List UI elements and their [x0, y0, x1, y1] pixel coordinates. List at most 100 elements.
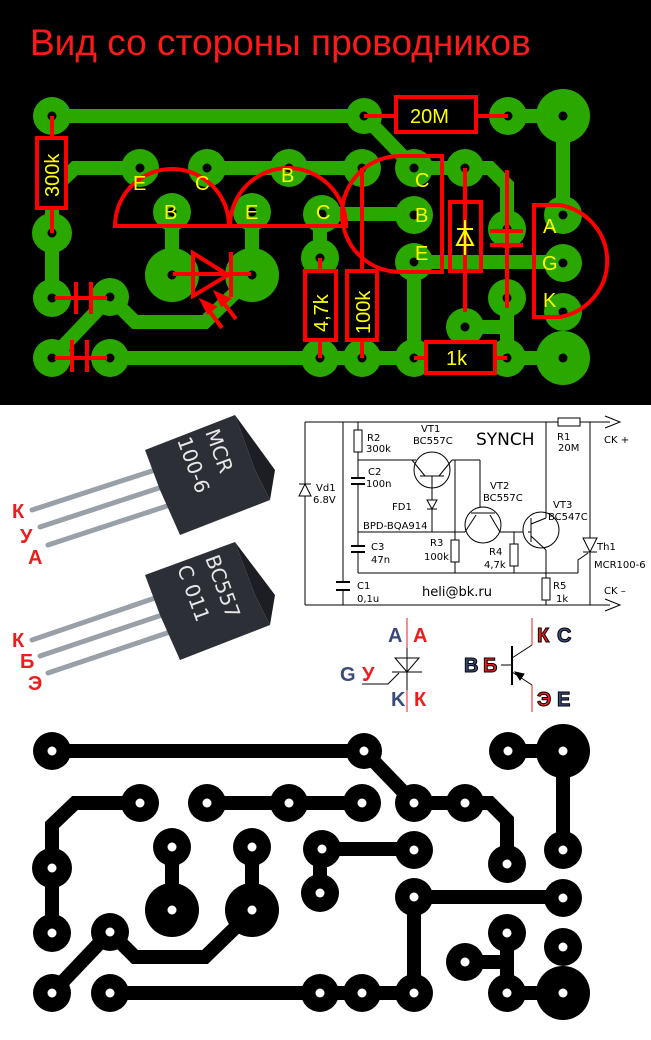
pcb-top-silkscreen	[35, 95, 610, 375]
drill-hole	[409, 798, 419, 808]
label-300k: 300k	[42, 153, 64, 197]
vt3-ref: VT3	[553, 500, 572, 511]
drill-hole	[47, 928, 57, 938]
vt3-outline	[340, 154, 444, 274]
zener-body	[448, 200, 483, 273]
r20m-body	[394, 95, 478, 134]
vt3-type: BC547C	[548, 512, 588, 523]
c2-value: 100n	[366, 479, 391, 490]
vt1-c: C	[195, 173, 209, 195]
r3-ref: R3	[430, 538, 443, 549]
ck-minus: CK –	[604, 586, 626, 597]
drill-hole	[409, 892, 419, 902]
vt2-c: C	[316, 202, 330, 224]
pin-b-en: B	[464, 655, 478, 677]
transistor-photo: BC557 C 011 К Б Э	[12, 542, 275, 695]
vt2-b: B	[281, 165, 294, 187]
fd1-ref: FD1	[392, 502, 412, 513]
drill-hole	[202, 163, 212, 173]
c3-ref: C3	[371, 542, 384, 553]
drill-hole	[502, 859, 512, 869]
r300k-body	[35, 136, 68, 210]
drill-hole	[460, 798, 470, 808]
drill-hole	[409, 988, 419, 998]
drill-hole	[409, 210, 419, 220]
thyristor-pin-u: У	[20, 526, 33, 548]
r100k-body	[345, 269, 379, 342]
th1-type: MCR100-6	[594, 560, 646, 571]
drill-hole	[503, 746, 513, 756]
vd1-ref: Vd1	[316, 483, 336, 494]
drill-hole	[317, 844, 327, 854]
ck-plus: CK +	[604, 435, 629, 446]
r2-value: 300k	[366, 444, 391, 455]
author-email: heli@bk.ru	[422, 585, 492, 600]
vt1-b: B	[164, 202, 177, 224]
pcb-bottom-copper	[32, 724, 590, 1020]
drill-hole	[558, 893, 568, 903]
drill-hole	[460, 322, 470, 332]
drill-hole	[47, 353, 57, 363]
drill-hole	[284, 798, 294, 808]
drill-hole	[558, 845, 568, 855]
drill-hole	[47, 746, 57, 756]
drill-hole	[47, 988, 57, 998]
label-20m: 20M	[410, 106, 449, 128]
pin-k-en: K	[391, 689, 406, 711]
drill-hole	[167, 905, 177, 915]
r4-value: 4,7k	[484, 560, 506, 571]
vt2-type: BC557C	[483, 493, 523, 504]
vt2-e: E	[245, 202, 258, 224]
thyristor-photo: MCR 100-6 К У А	[12, 415, 275, 569]
pcb-top-copper	[32, 89, 590, 385]
transistor-pin-e: Э	[28, 673, 42, 695]
thyristor-pin-a: А	[28, 547, 42, 569]
drill-hole	[460, 957, 470, 967]
th-g: G	[542, 253, 558, 275]
drill-hole	[558, 258, 568, 268]
drill-hole	[317, 209, 327, 219]
pcb-top-labels: 300k 20M 4,7k 100k 1k E C B B E C C B E …	[42, 106, 558, 370]
r5-value: 1k	[556, 594, 568, 605]
transistor-pinout-symbol: К C B Б Э E	[464, 618, 572, 712]
drill-hole	[315, 888, 325, 898]
pin-b-ru: Б	[483, 655, 497, 677]
pin-c-en: C	[557, 625, 571, 647]
drill-hole	[558, 746, 568, 756]
drill-hole	[247, 207, 257, 217]
c1-value: 0,1u	[357, 594, 379, 605]
th-a: A	[543, 216, 557, 238]
drill-hole	[359, 746, 369, 756]
drill-hole	[202, 798, 212, 808]
th1-ref: Th1	[596, 542, 616, 553]
drill-hole	[558, 988, 568, 998]
schematic	[298, 415, 622, 612]
label-4k7: 4,7k	[311, 293, 333, 332]
drill-hole	[315, 988, 325, 998]
pin-g-en: G	[340, 664, 356, 686]
vd1-value: 6.8V	[313, 495, 336, 506]
schematic-title: SYNCH	[476, 430, 535, 450]
page-title: Вид со стороны проводников	[30, 22, 531, 63]
pin-c-ru: К	[537, 625, 550, 647]
pin-g-ru: У	[362, 664, 375, 686]
drill-hole	[105, 927, 115, 937]
drill-hole	[502, 928, 512, 938]
drill-hole	[357, 798, 367, 808]
pin-e-en: E	[557, 689, 570, 711]
vt1-type: BC557C	[413, 436, 453, 447]
vt2-ref: VT2	[490, 481, 509, 492]
vt3-e: E	[415, 243, 428, 265]
schematic-labels: SYNCH R1 20M CK + CK – R2 300k VT1 BC557…	[313, 424, 646, 605]
r3-value: 100k	[424, 552, 449, 563]
c2-ref: C2	[368, 467, 381, 478]
vt3-c: C	[415, 170, 429, 192]
c1-ref: C1	[357, 581, 370, 592]
drill-hole	[247, 842, 257, 852]
label-100k: 100k	[353, 290, 375, 334]
pin-k-ru: К	[414, 689, 427, 711]
drill-hole	[409, 845, 419, 855]
r1k-body	[424, 340, 497, 375]
pin-a-ru: А	[413, 625, 427, 647]
